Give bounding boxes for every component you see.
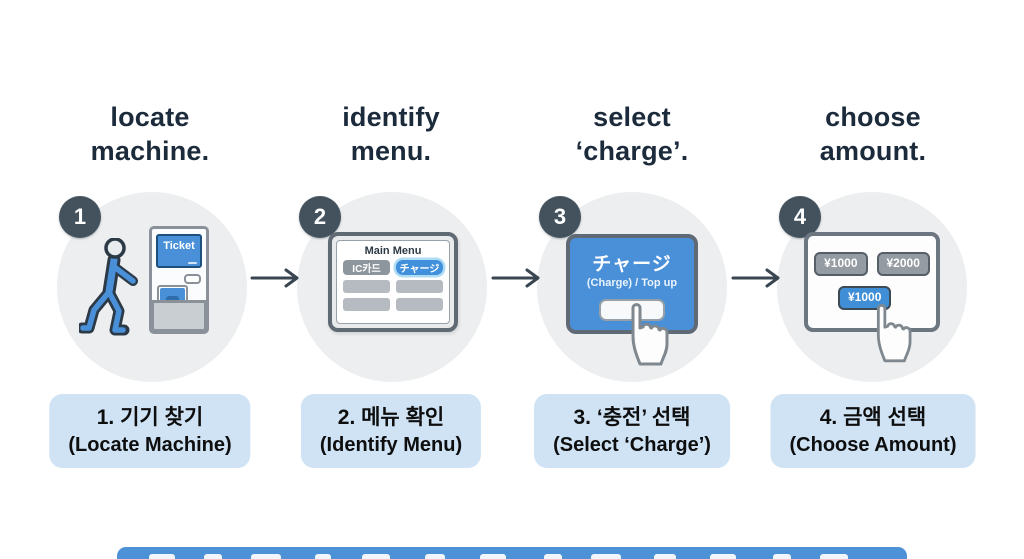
step4-heading-line1: choose xyxy=(825,102,921,132)
step4-caption-english: (Choose Amount) xyxy=(789,434,957,457)
step2-caption-korean: 2. 메뉴 확인 xyxy=(337,406,445,429)
menu-blank-button xyxy=(396,280,443,293)
step1-heading-line2: machine. xyxy=(90,136,210,167)
menu-blank-button xyxy=(396,298,443,311)
step3-heading: select ‘charge’. xyxy=(512,100,752,168)
step4-caption-korean: 4. 금액 선택 xyxy=(819,406,927,429)
step1-number-badge: 1 xyxy=(59,196,101,238)
menu-screen-inner: Main Menu IC카드 チャージ xyxy=(336,240,450,324)
step3-number-badge: 3 xyxy=(539,196,581,238)
step2-heading-line2: menu. xyxy=(350,136,432,167)
step2-number-badge: 2 xyxy=(299,196,341,238)
machine-card-tray xyxy=(160,288,185,302)
step1-caption-english: (Locate Machine) xyxy=(68,434,232,457)
arrow-right-icon xyxy=(731,268,780,288)
cutoff-bottom-banner xyxy=(117,547,907,559)
amount-button-2000: ¥2000 xyxy=(876,252,930,276)
step3-heading-line2: ‘charge’. xyxy=(575,136,689,167)
step4-heading: choose amount. xyxy=(753,100,993,168)
charge-screen-title: チャージ xyxy=(592,254,672,275)
step2-heading-line1: identify xyxy=(342,102,440,132)
machine-button xyxy=(184,274,201,284)
step3-caption-korean: 3. ‘충전’ 선택 xyxy=(573,406,691,429)
step1-caption-korean: 1. 기기 찾기 xyxy=(96,406,204,429)
step4-number-badge: 4 xyxy=(779,196,821,238)
step4-caption: 4. 금액 선택 (Choose Amount) xyxy=(770,394,976,469)
step3-caption: 3. ‘충전’ 선택 (Select ‘Charge’) xyxy=(534,394,730,469)
step2-illustration: 2 Main Menu IC카드 チャージ xyxy=(297,192,487,382)
charge-button-highlighted: チャージ xyxy=(396,260,443,275)
step1-heading: locate machine. xyxy=(30,100,270,168)
step4-heading-line2: amount. xyxy=(819,136,927,167)
menu-blank-button xyxy=(343,298,390,311)
step3-heading-line1: select xyxy=(593,102,671,132)
arrow-right-icon xyxy=(491,268,540,288)
step2-heading: identify menu. xyxy=(271,100,511,168)
ic-card-button: IC카드 xyxy=(343,260,390,275)
step3-illustration: 3 チャージ (Charge) / Top up xyxy=(537,192,727,382)
step4-illustration: 4 ¥1000 ¥2000 ¥1000 xyxy=(777,192,967,382)
walking-person-icon xyxy=(79,238,138,336)
step2-caption: 2. 메뉴 확인 (Identify Menu) xyxy=(300,394,482,469)
ticket-machine-screen: Ticket xyxy=(156,234,202,268)
ticket-screen-small-text xyxy=(188,262,197,264)
step3-caption-english: (Select ‘Charge’) xyxy=(553,434,711,457)
pointing-hand-icon xyxy=(876,304,912,363)
amount-button-selected: ¥1000 xyxy=(838,286,892,310)
ticket-screen-label: Ticket xyxy=(163,240,195,252)
step2-caption-english: (Identify Menu) xyxy=(319,434,463,457)
amount-screen-illustration: ¥1000 ¥2000 ¥1000 xyxy=(804,232,940,332)
pointing-hand-icon xyxy=(631,303,669,366)
amount-button-1000: ¥1000 xyxy=(814,252,868,276)
step1-caption: 1. 기기 찾기 (Locate Machine) xyxy=(49,394,251,469)
menu-screen-illustration: Main Menu IC카드 チャージ xyxy=(328,232,458,332)
menu-blank-button xyxy=(343,280,390,293)
arrow-right-icon xyxy=(250,268,299,288)
charge-screen-subtitle: (Charge) / Top up xyxy=(586,277,678,289)
step1-heading-line1: locate xyxy=(110,102,190,132)
step1-illustration: 1 Ticket xyxy=(57,192,247,382)
menu-title: Main Menu xyxy=(364,245,422,257)
ticket-machine-illustration: Ticket xyxy=(149,226,209,334)
machine-base xyxy=(151,300,207,332)
